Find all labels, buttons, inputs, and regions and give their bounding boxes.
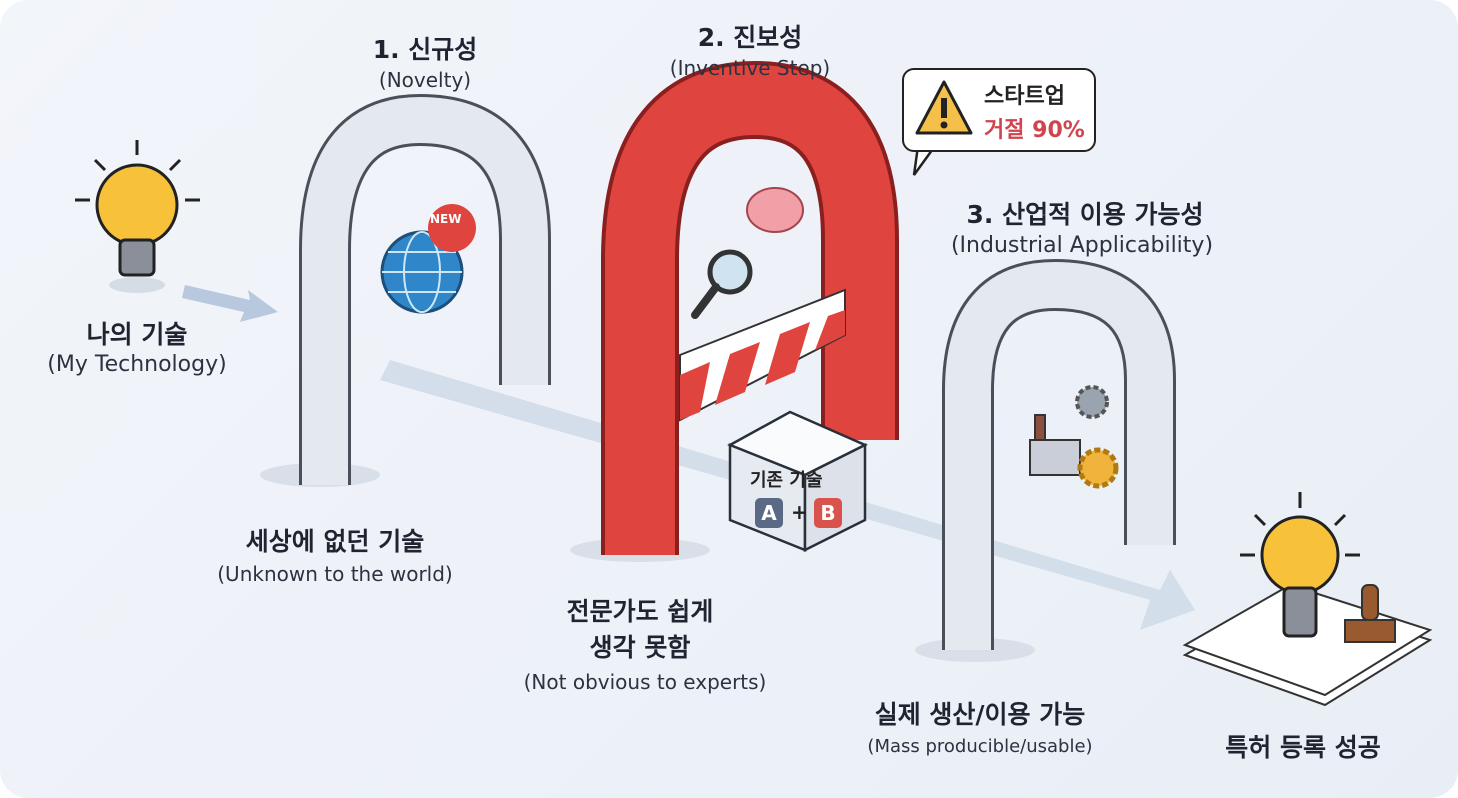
inventive-heading-en: (Inventive Step) xyxy=(669,56,831,80)
prior-art-box xyxy=(727,410,868,553)
new-badge-icon xyxy=(428,204,476,252)
chip-b: B xyxy=(814,498,842,528)
industrial-caption-en: (Mass producible/usable) xyxy=(867,736,1093,757)
end-title: 특허 등록 성공 xyxy=(1225,733,1381,762)
novelty-heading-en: (Novelty) xyxy=(378,68,472,92)
industrial-arch xyxy=(942,259,1176,650)
chip-a: A xyxy=(755,498,783,528)
inventive-heading: 2. 진보성 xyxy=(697,23,803,52)
industrial-heading: 3. 산업적 이용 가능성 xyxy=(966,200,1204,229)
chip-plus: + xyxy=(791,500,808,524)
success-lightbulb-icon xyxy=(1240,492,1360,638)
novelty-heading: 1. 신규성 xyxy=(372,35,478,64)
warning-line2: 거절 90% xyxy=(984,118,1085,143)
lightbulb-icon xyxy=(75,140,200,293)
inventive-caption-line1: 전문가도 쉽게 xyxy=(566,597,714,626)
warning-line1: 스타트업 xyxy=(984,84,1065,109)
magnifier-icon xyxy=(707,249,753,295)
warning-bubble: 스타트업 거절 90% xyxy=(902,68,1096,152)
industrial-caption: 실제 생산/이용 가능 xyxy=(874,700,1086,729)
industrial-heading-en: (Industrial Applicability) xyxy=(950,233,1214,258)
barrier xyxy=(679,288,846,422)
patent-document-icon xyxy=(1182,583,1433,707)
inventive-step-arch xyxy=(601,61,899,555)
brain-icon xyxy=(746,187,804,233)
gear-icon xyxy=(1077,447,1119,489)
novelty-caption: 세상에 없던 기술 xyxy=(245,527,425,556)
inventive-caption-en: (Not obvious to experts) xyxy=(523,670,767,694)
new-badge-label: NEW xyxy=(430,212,462,226)
inventive-caption-line2: 생각 못함 xyxy=(589,633,691,662)
start-title: 나의 기술 xyxy=(86,320,188,349)
factory-icon xyxy=(1029,414,1081,476)
novelty-arch xyxy=(299,94,551,485)
warning-triangle-icon xyxy=(915,80,973,135)
start-arrow xyxy=(182,285,278,322)
novelty-caption-en: (Unknown to the world) xyxy=(217,562,453,586)
start-subtitle: (My Technology) xyxy=(47,352,227,377)
prior-art-label: 기존 기술 xyxy=(750,470,823,491)
gear-icon xyxy=(1075,385,1109,419)
